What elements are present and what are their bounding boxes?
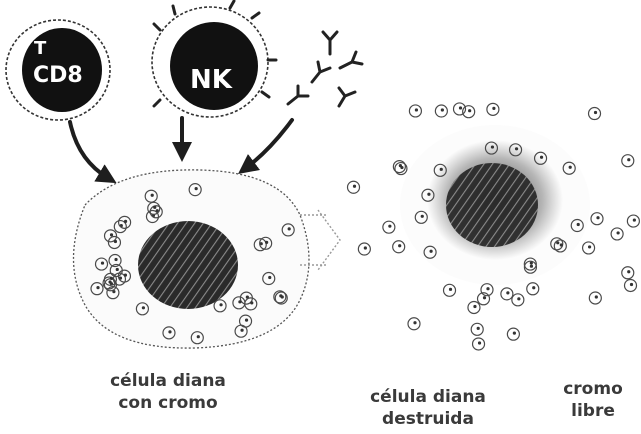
chromium-particle-dot [468, 109, 471, 112]
chromium-particle-dot [530, 265, 533, 268]
chromium-particle-dot [560, 243, 563, 246]
chromium-particle-dot [441, 108, 444, 111]
destroyed-target-cell [400, 125, 590, 285]
chromium-particle-dot [398, 244, 401, 247]
chromium-particle-dot [96, 286, 99, 289]
chromium-particle-dot [219, 303, 222, 306]
destroyed-nucleus [446, 163, 538, 247]
chromium-particle-dot [449, 288, 452, 291]
chromium-particle-dot [491, 145, 494, 148]
chromium-particle-dot [473, 305, 476, 308]
chromium-particle-dot [530, 261, 533, 264]
caption-free-line1: cromo [563, 379, 623, 399]
chromium-particle-dot [506, 291, 509, 294]
caption-target-cell: célula diana con cromo [110, 371, 226, 413]
arrow-from-antibodies [246, 120, 292, 168]
chromium-particle-dot [250, 301, 253, 304]
chromium-particle-dot [110, 277, 113, 280]
arrow-from-tcell [70, 122, 108, 178]
chromium-particle-dot [353, 185, 356, 188]
chromium-particle-dot [421, 215, 424, 218]
chromium-particle-dot [197, 335, 200, 338]
chromium-particle-dot [515, 147, 518, 150]
t-cell-label-t: T [34, 38, 47, 59]
chromium-particle-dot [630, 283, 633, 286]
t-cell-label-cd8: CD8 [33, 63, 83, 88]
chromium-particle-dot [440, 168, 443, 171]
chromium-particle-dot [513, 332, 516, 335]
chromium-particle-dot [114, 240, 117, 243]
caption-target-line1: célula diana [110, 371, 226, 391]
chromium-particle-dot [168, 330, 171, 333]
caption-target-line2: con cromo [118, 393, 217, 413]
chromium-particle-dot [588, 245, 591, 248]
chromium-particle-dot [486, 287, 489, 290]
chromium-particle-dot [594, 111, 597, 114]
chromium-particle-dot [627, 270, 630, 273]
chromium-particle-dot [633, 218, 636, 221]
caption-destroyed-line2: destruida [382, 409, 474, 429]
caption-destroyed-line1: célula diana [370, 387, 486, 407]
chromium-particle-dot [596, 216, 599, 219]
chromium-particle-dot [151, 194, 154, 197]
chromium-particle-dot [265, 241, 268, 244]
chromium-particle-dot [288, 227, 291, 230]
chromium-particle-dot [245, 319, 248, 322]
chromium-particle-dot [429, 250, 432, 253]
chromium-particle-dot [413, 321, 416, 324]
chromium-particle-dot [142, 306, 145, 309]
chromium-particle-dot [364, 246, 367, 249]
chromium-particle-dot [483, 296, 486, 299]
chromium-particle-dot [399, 164, 402, 167]
chromium-particle-dot [569, 166, 572, 169]
chromium-particle-dot [478, 341, 481, 344]
nk-cell-label: NK [190, 65, 233, 95]
chromium-particle-dot [388, 225, 391, 228]
chromium-particle-dot [268, 276, 271, 279]
antibodies [288, 32, 362, 106]
chromium-particle-dot [238, 300, 241, 303]
target-nucleus [138, 221, 238, 309]
chromium-particle-dot [240, 329, 243, 332]
chromium-particle-dot [116, 268, 119, 271]
chromium-particle-dot [492, 107, 495, 110]
chromium-particle-dot [459, 106, 462, 109]
chromium-particle-dot [617, 231, 620, 234]
chromium-particle-dot [517, 297, 520, 300]
chromium-particle-dot [124, 274, 127, 277]
caption-free-chromium: cromo libre [563, 379, 623, 421]
chromium-particle-dot [627, 158, 630, 161]
attack-arrows [70, 118, 292, 178]
chromium-particle-dot [114, 258, 117, 261]
caption-destroyed-cell: célula diana destruida [370, 387, 486, 429]
chromium-particle-dot [577, 223, 580, 226]
chromium-particle-dot [124, 220, 127, 223]
chromium-particle-dot [415, 108, 418, 111]
chromium-particle-dot [195, 187, 198, 190]
chromium-particle-dot [427, 193, 430, 196]
chromium-particle-dot [595, 295, 598, 298]
chromium-particle-dot [110, 233, 113, 236]
chromium-particle-dot [477, 327, 480, 330]
chromium-particle-dot [532, 286, 535, 289]
chromium-particle-dot [540, 156, 543, 159]
chromium-particle-dot [281, 295, 284, 298]
chromium-particle-dot [101, 261, 104, 264]
caption-free-line2: libre [571, 401, 615, 421]
t-cd8-cell: T CD8 [6, 20, 110, 120]
chromium-particle-dot [153, 206, 156, 209]
nk-cell: NK [152, 1, 276, 117]
